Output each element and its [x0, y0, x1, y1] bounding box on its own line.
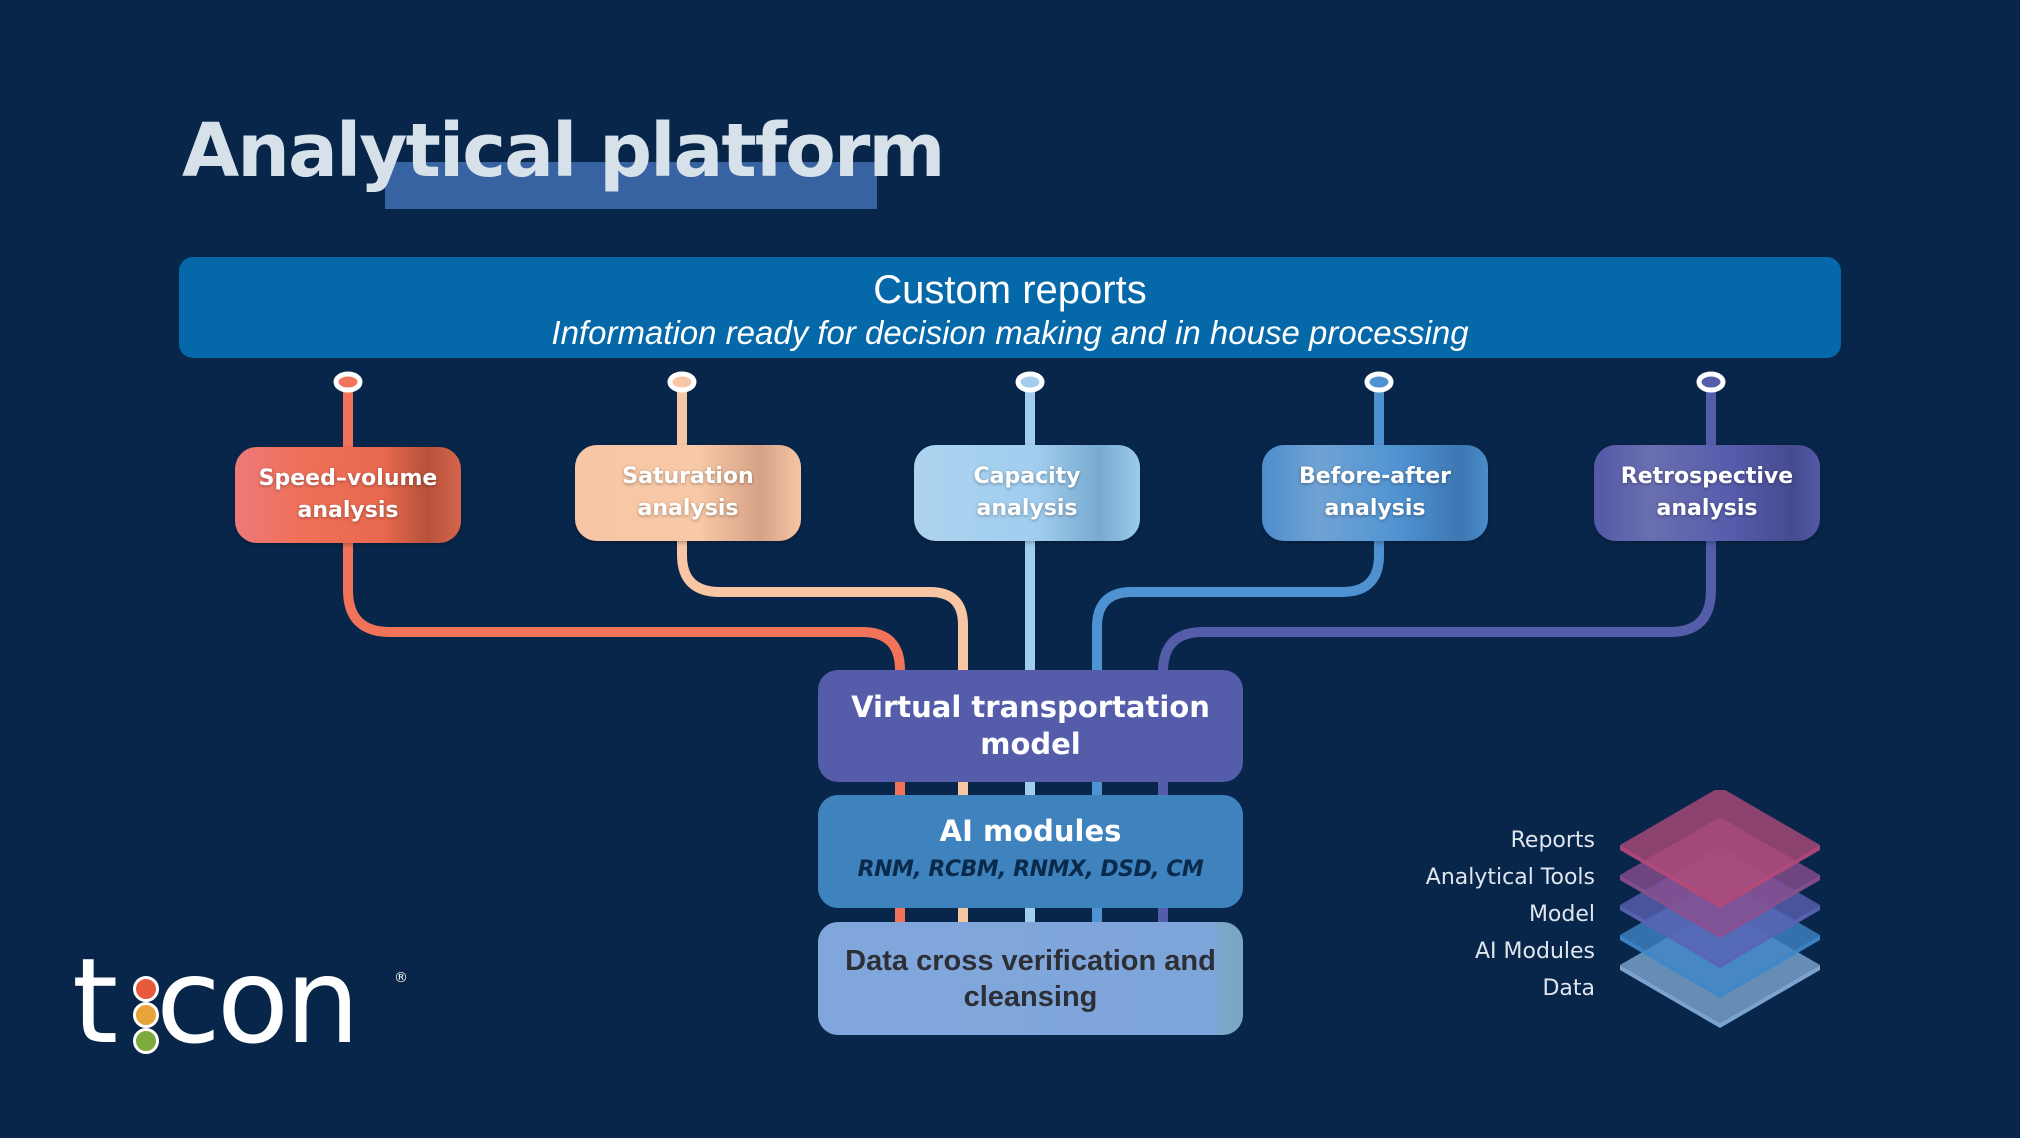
layer-label-analytical-tools: Analytical Tools: [1425, 865, 1595, 890]
analysis-label-line2: analysis: [637, 496, 739, 521]
layer-label-reports: Reports: [1510, 828, 1595, 853]
analysis-label-line1: Retrospective: [1620, 464, 1794, 489]
layer-label-model: Model: [1528, 902, 1595, 927]
analysis-label-line1: Saturation: [622, 464, 754, 489]
connector-before-after: [1092, 384, 1384, 922]
analysis-capacity: Capacity analysis: [914, 445, 1140, 541]
ai-modules-box: AI modules RNM, RCBM, RNMX, DSD, CM: [818, 795, 1243, 908]
analysis-label-line1: Speed–volume: [258, 466, 438, 491]
ticon-logo: t con ®: [72, 942, 432, 1060]
layers-legend-labels: Reports Analytical Tools Model AI Module…: [1395, 822, 1595, 1007]
analysis-label-line2: analysis: [976, 496, 1078, 521]
custom-reports-subtitle: Information ready for decision making an…: [551, 314, 1469, 351]
analysis-label-line1: Before-after: [1299, 464, 1451, 489]
logo-dot-yellow: [133, 1002, 159, 1028]
custom-reports-title: Custom reports: [873, 268, 1147, 312]
connector-node-5: [1696, 371, 1726, 393]
analysis-speed-volume: Speed–volume analysis: [235, 447, 461, 543]
ai-modules-list: RNM, RCBM, RNMX, DSD, CM: [857, 857, 1204, 882]
custom-reports-banner: Custom reports Information ready for dec…: [179, 257, 1841, 358]
analysis-label-line2: analysis: [1324, 496, 1426, 521]
logo-dot-green: [133, 1028, 159, 1054]
layers-stack-illustration: [1620, 790, 1820, 1028]
data-label-line1: Data cross verification and: [845, 944, 1216, 977]
connector-node-2: [667, 371, 697, 393]
connector-node-1: [333, 371, 363, 393]
connector-speed-volume: [343, 384, 905, 922]
analysis-retrospective: Retrospective analysis: [1594, 445, 1820, 541]
analysis-before-after: Before-after analysis: [1262, 445, 1488, 541]
analysis-label-line1: Capacity: [973, 464, 1081, 489]
ai-modules-title: AI modules: [939, 814, 1122, 848]
layer-label-ai-modules: AI Modules: [1475, 939, 1595, 964]
logo-letters-con: con: [156, 932, 360, 1070]
data-label-line2: cleansing: [963, 980, 1098, 1013]
logo-letter-t: t: [72, 932, 118, 1070]
title-underline-bar: [385, 162, 877, 209]
analysis-saturation: Saturation analysis: [575, 445, 801, 541]
model-label-line2: model: [980, 727, 1081, 761]
connector-saturation: [677, 384, 968, 922]
connector-node-4: [1364, 371, 1394, 393]
layer-plane-reports: [1620, 790, 1820, 903]
registered-mark: ®: [394, 970, 408, 986]
analysis-label-line2: analysis: [297, 498, 399, 523]
layer-label-data: Data: [1542, 976, 1595, 1001]
page-title: Analytical platform: [182, 108, 945, 194]
logo-dot-red: [133, 976, 159, 1002]
connector-retrospective: [1158, 384, 1716, 922]
model-label-line1: Virtual transportation: [851, 690, 1210, 724]
analysis-label-line2: analysis: [1656, 496, 1758, 521]
connector-node-3: [1015, 371, 1045, 393]
